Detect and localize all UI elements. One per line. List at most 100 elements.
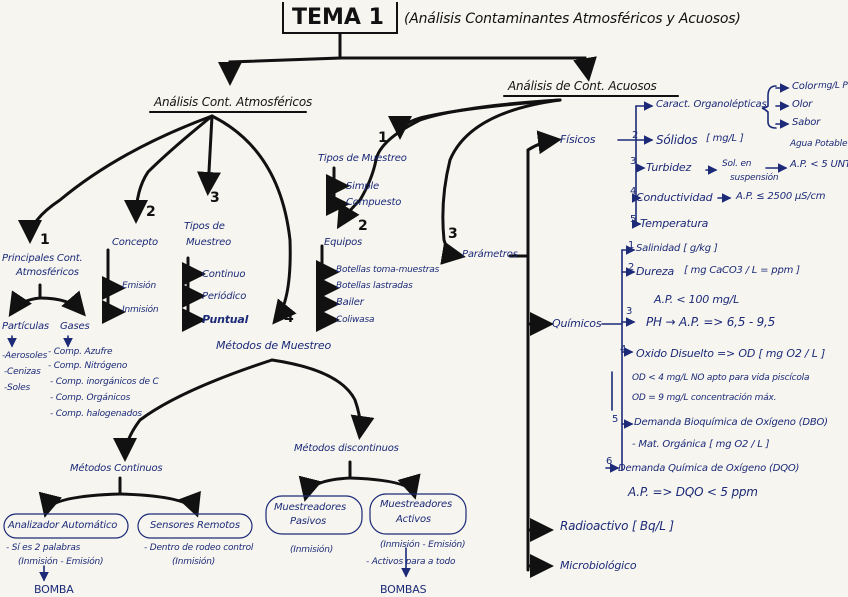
fisicos-label: Físicos: [560, 133, 596, 146]
tipos-line2: Muestreo: [186, 237, 232, 248]
organo-sabor: Sabor: [792, 117, 821, 128]
turbidez-limit: A.P. < 5 UNT: [790, 159, 848, 170]
pasivos-line2: Pasivos: [290, 516, 326, 527]
equipos-item: Botellas toma-muestras: [336, 265, 440, 275]
salinidad-label: Salinidad [ g/kg ]: [636, 243, 718, 254]
solidos-unit: [ mg/L ]: [706, 133, 744, 144]
solidos-label: Sólidos: [656, 133, 698, 147]
tipos-line1: Tipos de: [184, 221, 225, 232]
concepto-item: Inmisión: [122, 305, 159, 315]
dbo-note: - Mat. Orgánica [ mg O2 / L ]: [632, 439, 770, 450]
od-note: OD < 4 mg/L NO apto para vida piscícola: [632, 373, 810, 383]
principales-line2: Atmosféricos: [16, 267, 79, 278]
atmos-num-3: 3: [210, 190, 220, 206]
dbo-label: Demanda Bioquímica de Oxígeno (DBO): [634, 417, 828, 428]
equipos-item: Botellas lastradas: [336, 281, 413, 291]
bomba-label: BOMBA: [34, 583, 74, 596]
acuosos-num-1: 1: [378, 130, 388, 146]
sensores-label: Sensores Remotos: [150, 520, 240, 531]
pasivos-note: (Inmisión): [290, 545, 334, 555]
turbidez-note: suspensión: [730, 173, 779, 183]
radioactivo-label: Radioactivo [ Bq/L ]: [560, 519, 674, 533]
principales-line1: Principales Cont.: [2, 253, 83, 264]
acuosos-tipos-item: Compuesto: [346, 197, 402, 208]
analizador-label: Analizador Automático: [8, 520, 118, 531]
color-unit: mg/L Pt: [818, 81, 848, 91]
atmos-num-1: 1: [40, 232, 50, 248]
tipos-item: Periódico: [202, 291, 247, 302]
equipos-item: Bailer: [336, 297, 364, 308]
quimicos-num: 4: [620, 344, 627, 355]
temperatura-label: Temperatura: [640, 217, 709, 230]
particulas-item: -Soles: [4, 383, 30, 393]
agua-potable: Agua Potable: [790, 139, 848, 149]
activos-line1: Muestreadores: [380, 499, 452, 510]
organo-color: Color: [792, 81, 818, 92]
atmos-num-2: 2: [146, 204, 156, 220]
od-note: OD = 9 mg/L concentración máx.: [632, 393, 777, 403]
turbidez-label: Turbidez: [646, 161, 692, 174]
quimicos-label: Químicos: [552, 317, 602, 330]
dureza-unit: [ mg CaCO3 / L = ppm ]: [684, 265, 800, 276]
title-frame: [282, 2, 398, 34]
concepto-label: Concepto: [112, 237, 158, 248]
acuosos-tipos-label: Tipos de Muestreo: [318, 153, 407, 164]
quimicos-num: 2: [628, 262, 635, 273]
tipos-item: Continuo: [202, 269, 246, 280]
acuosos-heading: Análisis de Cont. Acuosos: [508, 79, 657, 93]
gases-item: - Comp. Azufre: [48, 347, 113, 357]
quimicos-num: 3: [626, 306, 633, 317]
acuosos-num-2: 2: [358, 218, 368, 234]
activos-note: - Activos para a todo: [366, 557, 456, 567]
oxigeno-label: Oxido Disuelto => OD [ mg O2 / L ]: [636, 347, 826, 360]
microbiologico-label: Microbiológico: [560, 559, 637, 572]
particulas-item: -Cenizas: [4, 367, 41, 377]
tipos-item: Puntual: [202, 313, 249, 326]
analizador-note: - Sí es 2 palabras: [6, 543, 81, 553]
bombas-label: BOMBAS: [380, 583, 427, 596]
acuosos-tipos-item: Simple: [346, 181, 379, 192]
dqo-limit: A.P. => DQO < 5 ppm: [628, 485, 758, 499]
fisicos-num: 5: [630, 214, 637, 225]
fisicos-num: 2: [632, 130, 639, 141]
sensores-note: - Dentro de rodeo control: [144, 543, 254, 553]
page-title: TEMA 1: [292, 5, 384, 30]
concepto-item: Emisión: [122, 281, 156, 291]
gases-label: Gases: [60, 321, 90, 332]
gases-item: - Comp. Orgánicos: [50, 393, 131, 403]
equipos-label: Equipos: [324, 237, 363, 248]
parametros-label: Parámetros: [462, 249, 518, 260]
continuos-label: Métodos Continuos: [70, 463, 163, 474]
acuosos-num-3: 3: [448, 226, 458, 242]
equipos-item: Coliwasa: [336, 315, 375, 325]
atmos-heading: Análisis Cont. Atmosféricos: [154, 95, 313, 109]
dureza-limit: A.P. < 100 mg/L: [654, 293, 740, 306]
page-subtitle: (Análisis Contaminantes Atmosféricos y A…: [404, 11, 741, 27]
pasivos-line1: Muestreadores: [274, 502, 346, 513]
fisicos-num: 3: [630, 156, 637, 167]
particulas-label: Partículas: [2, 321, 49, 332]
turbidez-note: Sol. en: [722, 159, 752, 169]
dqo-label: Demanda Química de Oxígeno (DQO): [618, 463, 800, 474]
dureza-label: Dureza: [636, 265, 675, 278]
conductividad-limit: A.P. ≤ 2500 µS/cm: [736, 191, 826, 202]
atmos-num-4: 4: [284, 310, 294, 326]
ph-label: PH → A.P. => 6,5 - 9,5: [646, 315, 776, 329]
organolepticas-label: Caract. Organolépticas: [656, 99, 767, 110]
sensores-note: (Inmisión): [172, 557, 216, 567]
analizador-note: (Inmisión - Emisión): [18, 557, 104, 567]
quimicos-num: 1: [628, 240, 635, 251]
gases-item: - Comp. inorgánicos de C: [50, 377, 159, 387]
organo-olor: Olor: [792, 99, 813, 110]
gases-item: - Comp. Nitrógeno: [48, 361, 128, 371]
fisicos-num: 4: [630, 186, 637, 197]
quimicos-num: 5: [612, 414, 619, 425]
activos-note: (Inmisión - Emisión): [380, 540, 466, 550]
metodos-label: Métodos de Muestreo: [216, 339, 331, 352]
activos-line2: Activos: [396, 514, 431, 525]
gases-item: - Comp. halogenados: [50, 409, 142, 419]
discontinuos-label: Métodos discontinuos: [294, 443, 399, 454]
particulas-item: -Aerosoles: [2, 351, 48, 361]
conductividad-label: Conductividad: [636, 191, 713, 204]
